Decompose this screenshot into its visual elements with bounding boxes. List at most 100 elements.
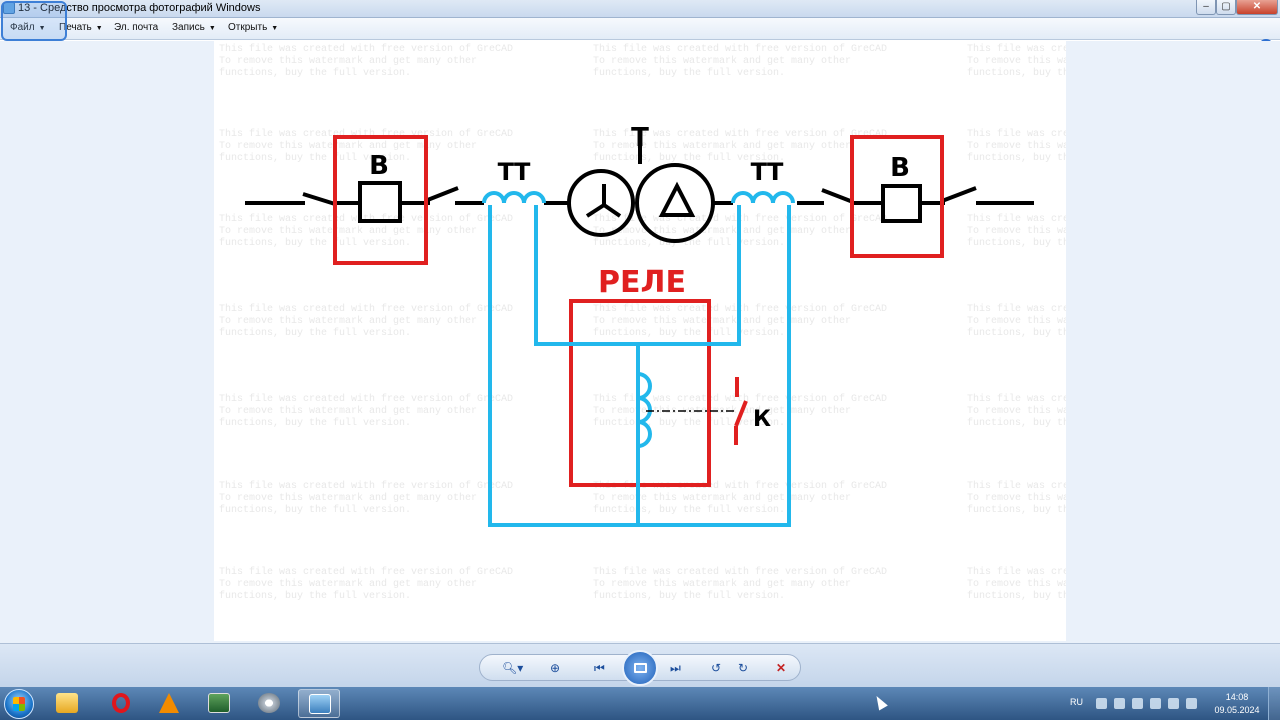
watermark-text: functions, buy the full version. bbox=[593, 67, 785, 79]
folder-icon bbox=[56, 693, 78, 713]
opera-icon bbox=[112, 693, 130, 713]
chevron-down-icon: ▼ bbox=[95, 25, 103, 32]
watermark-text: This file was created with free version … bbox=[967, 43, 1066, 55]
watermark-text: This file was created with free version … bbox=[967, 213, 1066, 225]
zoom-icon[interactable]: 🔍︎▾ bbox=[502, 661, 524, 675]
taskbar-explorer[interactable] bbox=[46, 689, 88, 718]
image-viewport: This file was created with free version … bbox=[0, 41, 1280, 643]
menu-file[interactable]: Файл▼ bbox=[10, 22, 46, 33]
taskbar-photo-viewer[interactable] bbox=[298, 689, 340, 718]
watermark-text: To remove this watermark and get many ot… bbox=[967, 315, 1066, 327]
delete-icon[interactable]: ✕ bbox=[776, 661, 787, 675]
watermark-text: To remove this watermark and get many ot… bbox=[967, 55, 1066, 67]
breaker-right-label: В bbox=[890, 153, 910, 183]
breaker-left-label: В bbox=[369, 151, 389, 181]
contact-label: К bbox=[753, 407, 771, 432]
watermark-text: To remove this watermark and get many ot… bbox=[219, 140, 477, 152]
window-title: 13 - Средство просмотра фотографий Windo… bbox=[18, 2, 261, 14]
watermark-text: This file was created with free version … bbox=[967, 566, 1066, 578]
windows-logo-icon bbox=[13, 697, 25, 711]
menu-record-label: Запись bbox=[172, 22, 205, 33]
watermark-text: This file was created with free version … bbox=[967, 128, 1066, 140]
watermark-text: This file was created with free version … bbox=[219, 128, 513, 140]
clock-time[interactable]: 14:08 bbox=[1225, 692, 1249, 702]
watermark-text: To remove this watermark and get many ot… bbox=[219, 492, 477, 504]
watermark-text: To remove this watermark and get many ot… bbox=[967, 140, 1066, 152]
title-bar: 13 - Средство просмотра фотографий Windo… bbox=[0, 0, 1280, 18]
tray-nvidia-icon[interactable] bbox=[1114, 698, 1125, 709]
watermark-text: To remove this watermark and get many ot… bbox=[219, 578, 477, 590]
viewer-controls-bar: 🔍︎▾ ⊕ ⏮ ⏭ ↺ ↻ ✕ bbox=[0, 643, 1280, 687]
watermark-text: To remove this watermark and get many ot… bbox=[967, 578, 1066, 590]
watermark-text: functions, buy the full version. bbox=[219, 237, 411, 249]
watermark-text: functions, buy the full version. bbox=[219, 152, 411, 164]
watermark-text: To remove this watermark and get many ot… bbox=[219, 315, 477, 327]
tray-arrow-icon[interactable] bbox=[1096, 698, 1107, 709]
next-icon[interactable]: ⏭ bbox=[670, 661, 681, 675]
clock-date[interactable]: 09.05.2024 bbox=[1214, 705, 1260, 715]
taskbar: RU 14:08 09.05.2024 bbox=[0, 687, 1280, 720]
transformer-label: Т bbox=[631, 123, 649, 153]
watermark-text: This file was created with free version … bbox=[219, 393, 513, 405]
taskbar-opera[interactable] bbox=[100, 689, 142, 718]
watermark-text: functions, buy the full version. bbox=[967, 152, 1066, 164]
watermark-text: This file was created with free version … bbox=[967, 303, 1066, 315]
slideshow-icon bbox=[634, 663, 647, 673]
tray-app-icon[interactable] bbox=[1150, 698, 1161, 709]
menu-file-label: Файл bbox=[10, 22, 35, 33]
menu-email[interactable]: Эл. почта bbox=[114, 22, 158, 33]
relay-contact bbox=[734, 377, 748, 445]
watermark-text: To remove this watermark and get many ot… bbox=[967, 492, 1066, 504]
tray-network-icon[interactable] bbox=[1168, 698, 1179, 709]
watermark-text: To remove this watermark and get many ot… bbox=[219, 405, 477, 417]
menu-print[interactable]: Печать▼ bbox=[59, 22, 103, 33]
rotate-left-icon[interactable]: ↺ bbox=[711, 661, 722, 675]
file-menu-highlight bbox=[1, 1, 67, 41]
tray-volume-icon[interactable] bbox=[1186, 698, 1197, 709]
watermark-text: functions, buy the full version. bbox=[967, 67, 1066, 79]
watermark-text: functions, buy the full version. bbox=[219, 590, 411, 602]
tray-security-icon[interactable] bbox=[1132, 698, 1143, 709]
chevron-down-icon: ▼ bbox=[208, 25, 216, 32]
watermark-text: This file was created with free version … bbox=[219, 566, 513, 578]
chevron-down-icon: ▼ bbox=[38, 25, 46, 32]
watermark-text: This file was created with free version … bbox=[593, 43, 887, 55]
previous-icon[interactable]: ⏮ bbox=[594, 661, 605, 675]
actual-size-icon[interactable]: ⊕ bbox=[550, 661, 561, 675]
menu-open-label: Открыть bbox=[228, 22, 268, 33]
watermark-text: functions, buy the full version. bbox=[967, 417, 1066, 429]
watermark-text: functions, buy the full version. bbox=[967, 237, 1066, 249]
language-indicator[interactable]: RU bbox=[1070, 697, 1083, 707]
power-line bbox=[245, 133, 1034, 243]
taskbar-vlc[interactable] bbox=[148, 689, 190, 718]
watermark-text: To remove this watermark and get many ot… bbox=[967, 405, 1066, 417]
watermark-text: This file was created with free version … bbox=[967, 480, 1066, 492]
watermark-text: functions, buy the full version. bbox=[219, 417, 411, 429]
rotate-right-icon[interactable]: ↻ bbox=[738, 661, 749, 675]
menu-record[interactable]: Запись▼ bbox=[172, 22, 216, 33]
menu-open[interactable]: Открыть▼ bbox=[228, 22, 278, 33]
ct-right-label: ТТ bbox=[751, 158, 784, 186]
menu-email-label: Эл. почта bbox=[114, 22, 159, 33]
minimize-button[interactable]: ‒ bbox=[1196, 0, 1216, 15]
watermark-text: functions, buy the full version. bbox=[219, 327, 411, 339]
watermark-text: This file was created with free version … bbox=[593, 566, 887, 578]
watermark-text: To remove this watermark and get many ot… bbox=[593, 578, 851, 590]
film-reel-icon bbox=[258, 693, 280, 713]
watermark-text: To remove this watermark and get many ot… bbox=[593, 492, 851, 504]
taskbar-app[interactable] bbox=[248, 689, 290, 718]
secondary-circuits bbox=[482, 191, 795, 527]
close-button[interactable]: ✕ bbox=[1236, 0, 1278, 15]
taskbar-app[interactable] bbox=[198, 689, 240, 718]
vlc-cone-icon bbox=[159, 693, 179, 713]
maximize-button[interactable]: ▢ bbox=[1216, 0, 1236, 15]
show-desktop-button[interactable] bbox=[1268, 687, 1280, 720]
watermark-text: This file was created with free version … bbox=[593, 128, 887, 140]
watermark-text: To remove this watermark and get many ot… bbox=[219, 225, 477, 237]
watermark-text: functions, buy the full version. bbox=[967, 590, 1066, 602]
watermark-text: This file was created with free version … bbox=[219, 43, 513, 55]
start-button[interactable] bbox=[4, 689, 34, 719]
photo-viewer-icon bbox=[309, 694, 331, 714]
slideshow-button[interactable] bbox=[622, 650, 658, 686]
watermark-text: To remove this watermark and get many ot… bbox=[593, 225, 851, 237]
